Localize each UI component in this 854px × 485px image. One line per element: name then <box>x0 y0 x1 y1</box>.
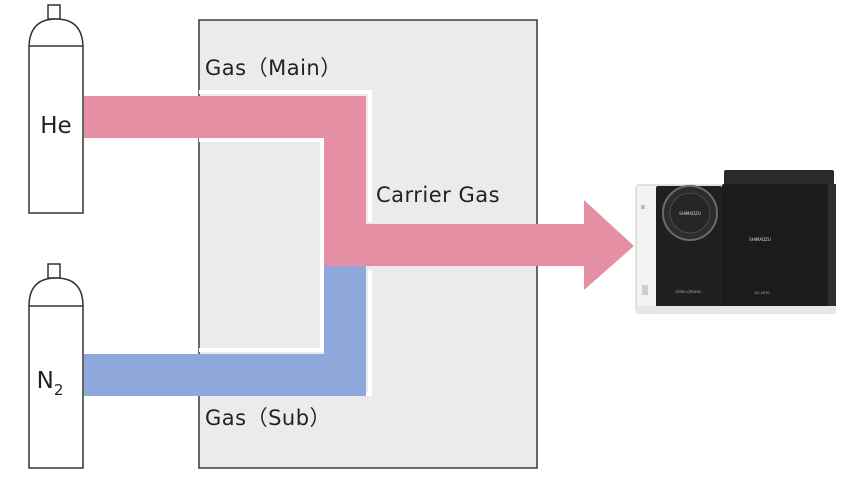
gc-unit-body <box>722 184 836 312</box>
gas-cylinder-icon <box>47 263 61 279</box>
ms-unit-base <box>636 306 724 314</box>
n2-label-subscript: 2 <box>54 381 64 399</box>
ms-unit-led <box>641 205 645 209</box>
ms-unit-port <box>642 285 648 295</box>
sub-gas-flow <box>84 266 366 396</box>
carrier-gas-label: Carrier Gas <box>376 183 500 207</box>
n2-label-main: N <box>37 368 54 394</box>
n2-cylinder-body <box>28 277 84 469</box>
gas-main-label: Gas（Main） <box>205 56 342 80</box>
n2-cylinder: N2 <box>28 263 84 469</box>
gc-unit-base <box>722 306 836 314</box>
he-cylinder-body <box>28 18 84 214</box>
gas-cylinder-icon <box>47 4 61 20</box>
flow-path-outline <box>199 138 324 352</box>
ms-unit-window-inner <box>669 192 711 234</box>
main-gas-flow <box>84 96 634 290</box>
n2-label: N2 <box>37 368 64 399</box>
gcms-instrument-icon: SHIMADZU GCMS-QP2050 SHIMADZU GC-2030 <box>635 170 836 314</box>
he-cylinder: He <box>28 4 84 214</box>
he-label: He <box>40 113 71 139</box>
gas-sub-label: Gas（Sub） <box>205 406 331 430</box>
gc-brand-label: SHIMADZU <box>749 237 771 242</box>
ms-brand-label: SHIMADZU <box>679 211 701 216</box>
gc-unit-side <box>828 184 836 312</box>
ms-model-label: GCMS-QP2050 <box>675 290 701 294</box>
gc-unit-lid <box>724 170 834 188</box>
gc-model-label: GC-2030 <box>754 291 769 295</box>
